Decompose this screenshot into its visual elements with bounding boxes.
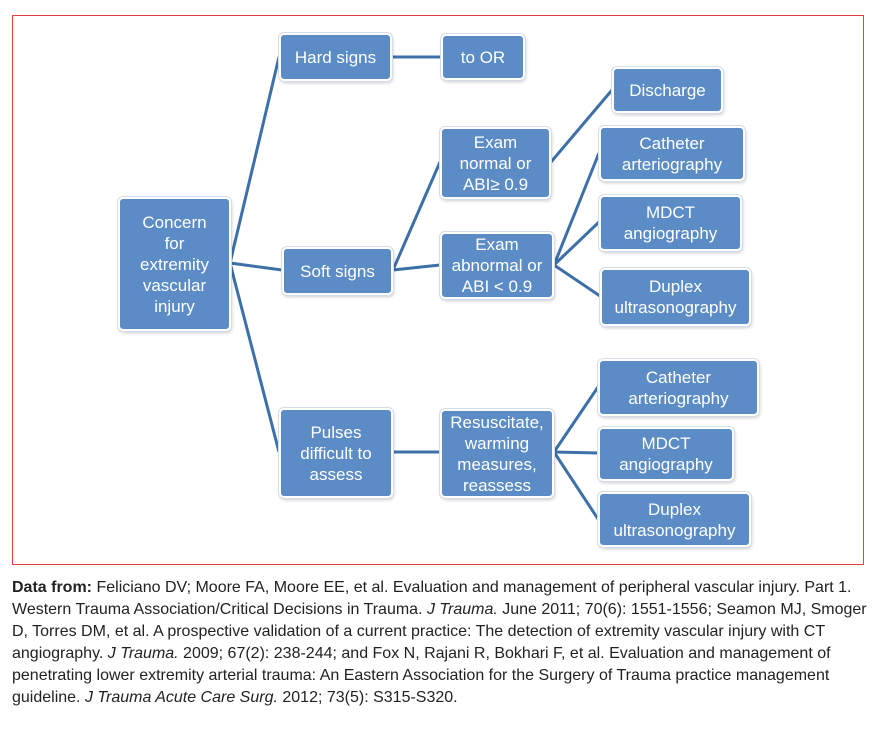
caption-journal: J Trauma.: [107, 645, 179, 662]
connector-line: [552, 386, 600, 453]
connector-line: [553, 450, 599, 455]
node-duplex-1: Duplex ultrasonography: [600, 268, 751, 326]
node-catheter-2: Catheter arteriography: [598, 359, 759, 416]
caption-text: 2012; 73(5): S315-S320.: [277, 689, 458, 706]
node-concern: Concern for extremity vascular injury: [118, 197, 231, 331]
node-pulses: Pulses difficult to assess: [279, 408, 393, 498]
caption-text: 2009; 67(2): 238-244; and Fox N, Rajani …: [12, 645, 831, 706]
citation-caption: Data from: Feliciano DV; Moore FA, Moore…: [12, 577, 872, 709]
node-to-or: to OR: [441, 34, 525, 80]
node-discharge: Discharge: [612, 67, 723, 113]
node-exam-normal: Exam normal or ABI≥ 0.9: [440, 127, 551, 199]
connector-line: [552, 451, 600, 520]
node-mdct-1: MDCT angiography: [599, 195, 742, 251]
connector-line: [229, 261, 283, 272]
connector-line: [228, 262, 281, 453]
node-soft-signs: Soft signs: [282, 247, 393, 295]
caption-journal: J Trauma.: [426, 601, 498, 618]
connector-line: [552, 220, 601, 267]
connector-line: [392, 263, 441, 272]
caption-label: Data from:: [12, 579, 93, 596]
connector-line: [552, 152, 601, 266]
node-mdct-2: MDCT angiography: [598, 427, 734, 481]
caption-text: June 2011; 70(6): 1551-1556; Seamon MJ, …: [12, 601, 867, 662]
node-catheter-1: Catheter arteriography: [599, 126, 745, 181]
connector-line: [228, 56, 281, 264]
caption-text: Feliciano DV; Moore FA, Moore EE, et al.…: [12, 579, 852, 618]
connector-line: [391, 161, 442, 271]
connector-line: [553, 263, 601, 298]
connector-line: [549, 89, 614, 163]
node-resuscitate: Resuscitate, warming measures, reassess: [440, 409, 554, 498]
node-exam-abnormal: Exam abnormal or ABI < 0.9: [440, 232, 554, 299]
node-duplex-2: Duplex ultrasonography: [598, 492, 751, 547]
node-hard-signs: Hard signs: [279, 33, 392, 81]
diagram-frame: [12, 15, 864, 565]
caption-journal: J Trauma Acute Care Surg.: [84, 689, 278, 706]
